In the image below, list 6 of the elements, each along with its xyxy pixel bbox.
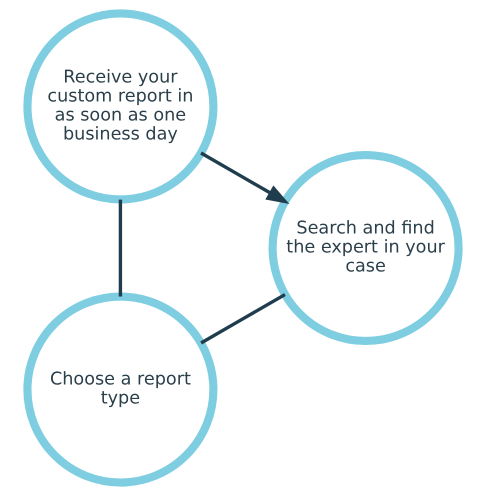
connector: [118, 200, 122, 296]
node-circle: Receive your custom report in as soon as one business day: [22, 9, 217, 204]
node-circle: Search and find the expert in your case: [268, 150, 462, 346]
node-circle: Choose a report type: [22, 292, 217, 487]
arrow: [200, 152, 289, 204]
connector: [200, 293, 286, 344]
